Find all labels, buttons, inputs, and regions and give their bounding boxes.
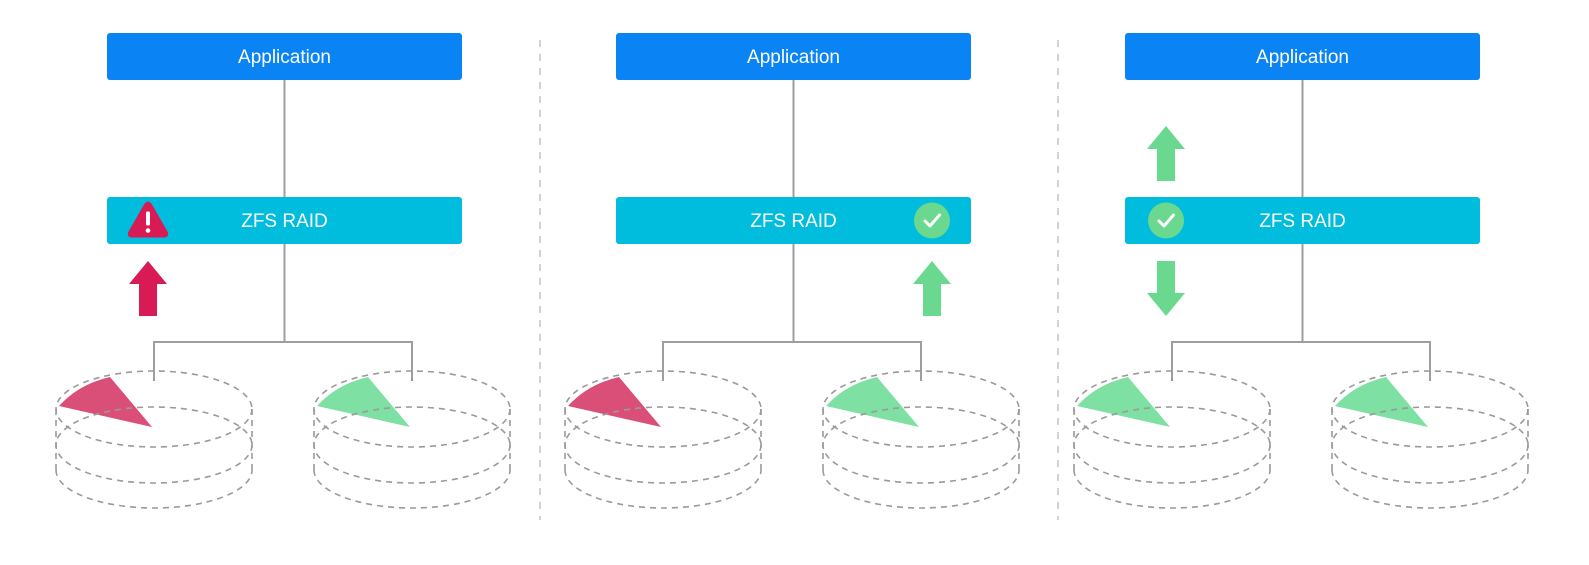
check-icon <box>1148 202 1184 239</box>
disk <box>55 370 253 509</box>
zfs-raid-box <box>1125 197 1480 244</box>
zfs-raid-label: ZFS RAID <box>241 211 328 232</box>
arrow-down-icon <box>1147 261 1185 316</box>
healthy-sector <box>826 377 919 427</box>
application-label: Application <box>1256 47 1349 68</box>
application-label: Application <box>238 47 331 68</box>
application-box <box>616 33 971 80</box>
failed-sector <box>568 377 661 427</box>
disk <box>313 370 511 509</box>
disk-bus-line <box>153 341 413 381</box>
zfs-raid-box <box>616 197 971 244</box>
healthy-sector <box>317 377 410 427</box>
arrow-up-icon <box>129 261 167 316</box>
disk-bus-line <box>1171 341 1431 381</box>
healthy-sector <box>1335 377 1428 427</box>
application-box <box>107 33 462 80</box>
failed-sector <box>59 377 152 427</box>
healthy-sector <box>1077 377 1170 427</box>
check-icon <box>914 202 950 239</box>
disk <box>1331 370 1529 509</box>
disk <box>1073 370 1271 509</box>
arrow-up-icon <box>1147 126 1185 181</box>
zfs-raid-label: ZFS RAID <box>1259 211 1346 232</box>
disk-bus-line <box>662 341 922 381</box>
disk <box>564 370 762 509</box>
zfs-raid-label: ZFS RAID <box>750 211 837 232</box>
disk <box>822 370 1020 509</box>
application-label: Application <box>747 47 840 68</box>
zfs-raid-box <box>107 197 462 244</box>
application-box <box>1125 33 1480 80</box>
arrow-up-icon <box>913 261 951 316</box>
warning-icon <box>127 201 169 238</box>
